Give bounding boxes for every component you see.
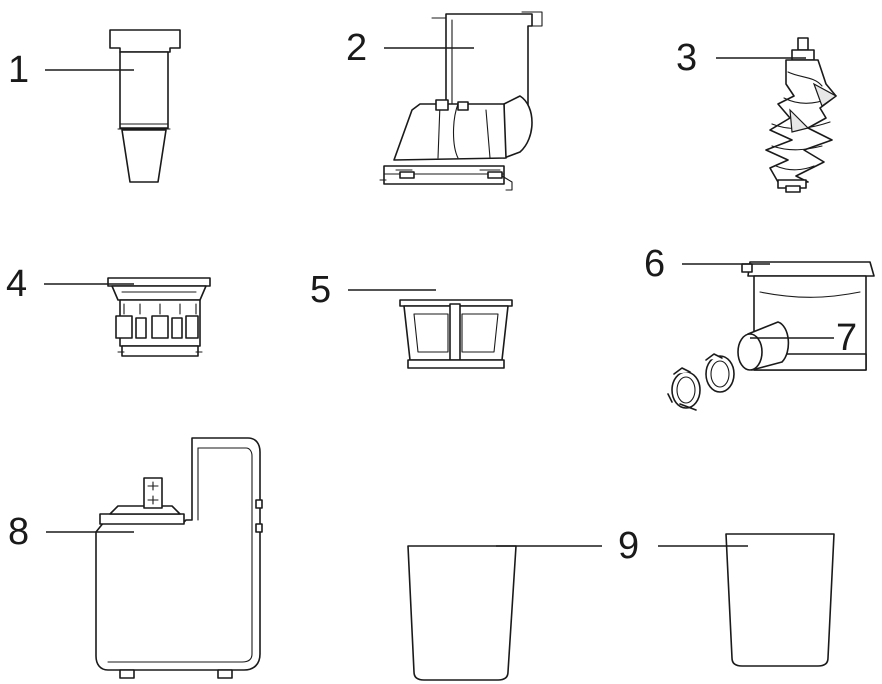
part-9-container-left (407, 545, 517, 681)
label-8: 8 (8, 511, 29, 553)
label-7: 7 (836, 317, 857, 359)
label-2: 2 (346, 27, 367, 69)
part-8-motor-base (95, 437, 263, 679)
part-4-rotating-brush (107, 277, 211, 357)
label-6: 6 (644, 243, 665, 285)
label-9: 9 (618, 525, 639, 567)
label-3: 3 (676, 37, 697, 79)
part-5-strainer (399, 299, 513, 369)
label-5: 5 (310, 269, 331, 311)
part-7-juice-spout (667, 321, 790, 411)
part-3-auger (765, 37, 838, 193)
part-9-container-right (725, 533, 835, 667)
part-1-pusher (109, 29, 181, 183)
label-4: 4 (6, 263, 27, 305)
label-1: 1 (8, 49, 29, 91)
part-2-hopper (379, 11, 543, 191)
